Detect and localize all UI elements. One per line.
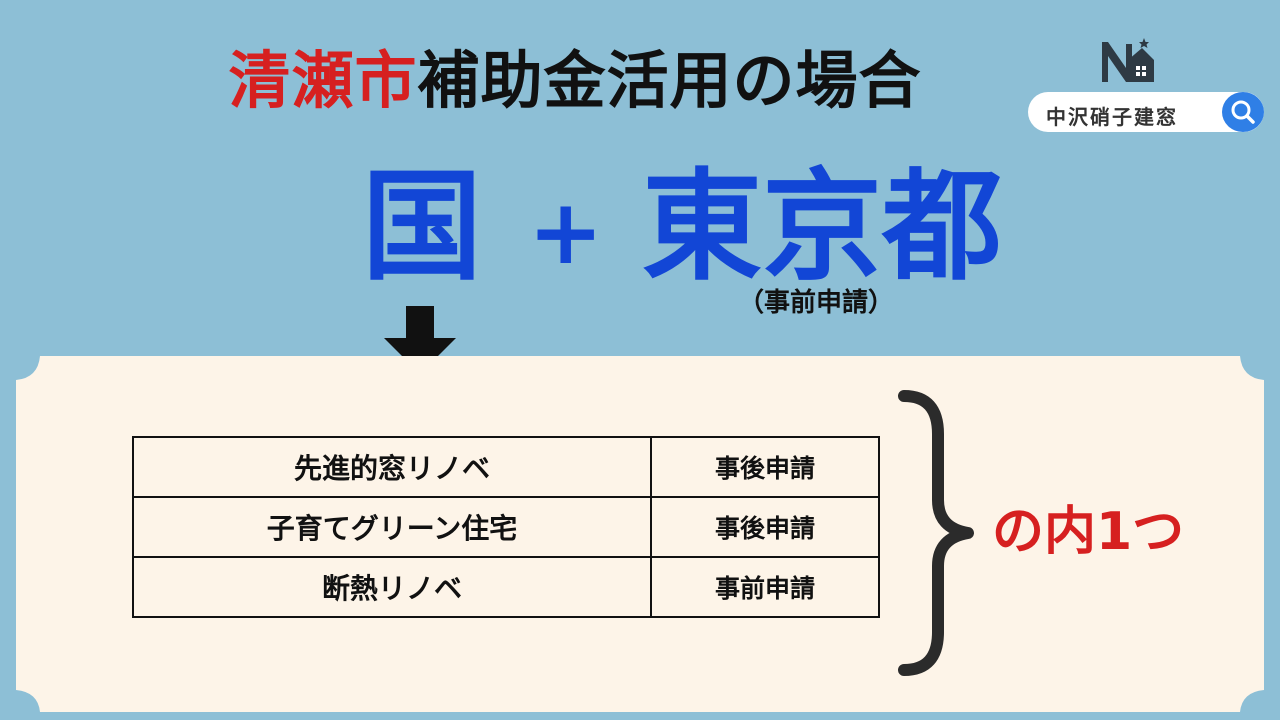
search-text: 中沢硝子建窓 xyxy=(1046,105,1178,129)
search-bar[interactable]: 中沢硝子建窓 xyxy=(1028,92,1264,132)
national-label: 国 xyxy=(362,158,482,297)
plan-timing: 事後申請 xyxy=(650,496,880,558)
search-icon xyxy=(1231,100,1255,124)
curly-brace-icon xyxy=(898,390,974,676)
table-row: 断熱リノベ 事前申請 xyxy=(132,556,880,618)
plan-timing: 事前申請 xyxy=(650,556,880,618)
title-city: 清瀬市 xyxy=(228,44,418,117)
brand-logo: 中沢硝子建窓 xyxy=(1028,30,1264,136)
tokyo-note: （事前申請） xyxy=(738,288,895,318)
plan-name: 先進的窓リノベ xyxy=(132,436,652,498)
plans-table: 先進的窓リノベ 事後申請 子育てグリーン住宅 事後申請 断熱リノベ 事前申請 xyxy=(132,436,880,618)
plus-sign: + xyxy=(528,180,604,285)
search-button[interactable] xyxy=(1222,92,1264,132)
table-row: 先進的窓リノベ 事後申請 xyxy=(132,436,880,498)
plan-name: 断熱リノベ xyxy=(132,556,652,618)
page-title: 清瀬市補助金活用の場合 xyxy=(0,50,1150,112)
title-rest: 補助金活用の場合 xyxy=(417,44,922,117)
plan-timing: 事後申請 xyxy=(650,436,880,498)
house-logo-icon xyxy=(1102,38,1154,82)
table-row: 子育てグリーン住宅 事後申請 xyxy=(132,496,880,558)
plan-name: 子育てグリーン住宅 xyxy=(132,496,652,558)
one-of-label: の内1つ xyxy=(992,502,1185,562)
tokyo-label: 東京都 xyxy=(642,158,1002,297)
